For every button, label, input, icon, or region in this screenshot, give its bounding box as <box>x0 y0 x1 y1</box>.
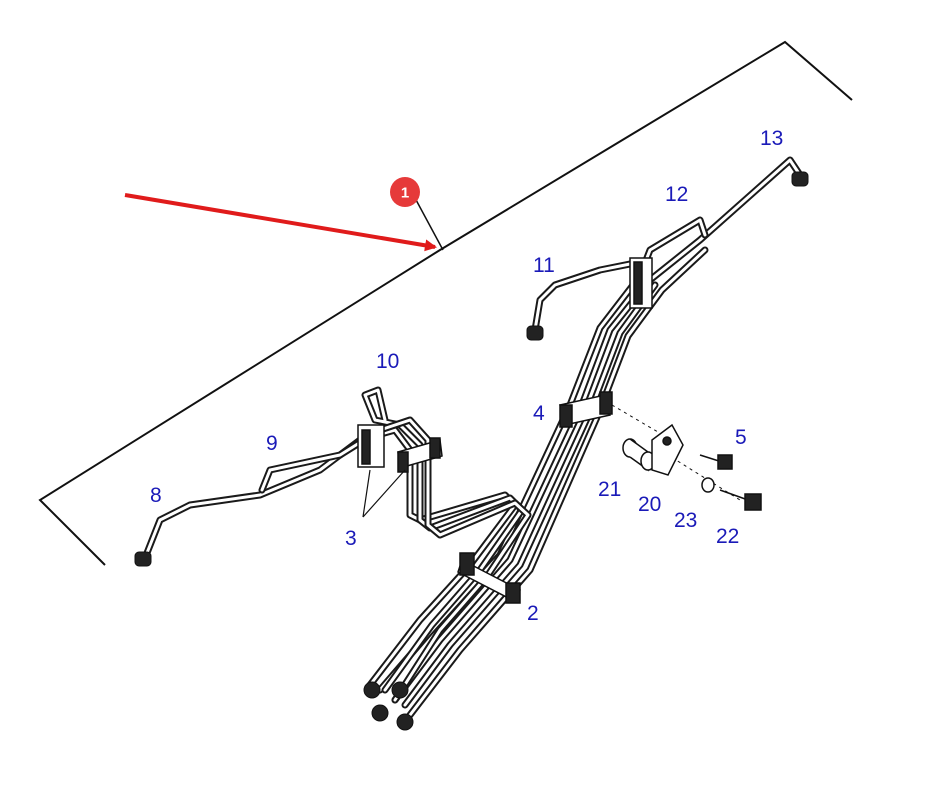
red-arrow <box>124 193 437 252</box>
callout-labels: 2 3 4 5 8 9 10 11 12 13 20 21 22 23 <box>150 127 783 625</box>
callout-4: 4 <box>533 402 545 425</box>
pipe-11 <box>533 260 642 332</box>
leader-3a <box>362 469 371 518</box>
callout-23: 23 <box>674 509 697 532</box>
washer-23 <box>701 477 715 493</box>
callout-9: 9 <box>266 432 278 455</box>
badge-label: 1 <box>401 185 409 202</box>
bolt-22 <box>719 489 762 511</box>
callout-21: 21 <box>598 478 621 501</box>
callout-10: 10 <box>376 350 399 373</box>
fitting-8 <box>134 551 152 567</box>
callout-3: 3 <box>345 527 357 550</box>
fitting-lower-3 <box>371 704 389 722</box>
engine-outline <box>38 40 853 566</box>
fitting-lower-4 <box>396 713 414 731</box>
fitting-lower-1 <box>363 681 381 699</box>
leader-3b <box>362 469 406 518</box>
clip-3b <box>397 437 443 473</box>
fitting-13 <box>791 171 809 187</box>
callout-11: 11 <box>533 254 555 277</box>
clip-12 <box>629 257 653 309</box>
callout-8: 8 <box>150 484 162 507</box>
clip-4 <box>559 391 613 428</box>
pipe-bundle-left <box>141 386 532 704</box>
spacer-21 <box>622 438 656 472</box>
callout-5: 5 <box>735 426 747 449</box>
callout-22: 22 <box>716 525 739 548</box>
bracket-hardware <box>611 404 762 511</box>
clips <box>357 257 653 604</box>
fittings <box>134 171 809 731</box>
callout-12: 12 <box>665 183 688 206</box>
callout-20: 20 <box>638 493 661 516</box>
fitting-lower-2 <box>391 681 409 699</box>
injection-pipes <box>141 156 804 719</box>
clip-3a <box>357 424 385 468</box>
fitting-11 <box>526 325 544 341</box>
callout-2: 2 <box>527 602 539 625</box>
reference-badge: 1 <box>390 177 420 207</box>
bracket-20 <box>651 423 684 476</box>
clip-2 <box>457 552 521 604</box>
bolt-5 <box>699 454 733 470</box>
callout-13: 13 <box>760 127 783 150</box>
badge-leader <box>414 197 444 251</box>
